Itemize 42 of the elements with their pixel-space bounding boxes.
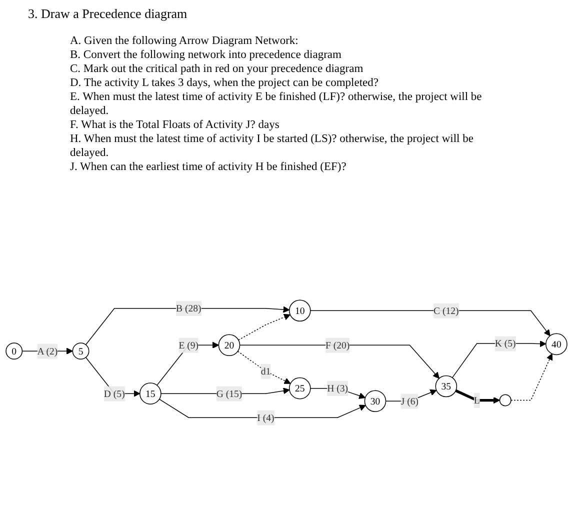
arrow [158, 398, 366, 418]
node-circle: 5 [72, 342, 90, 360]
question-text: D. The activity L takes 3 days, when the project can be completed? [70, 76, 380, 90]
edge-label: G (15) [216, 388, 242, 400]
node-circle: 20 [218, 334, 240, 356]
node-circle: 10 [288, 300, 311, 322]
edge-label: J (6) [400, 395, 418, 407]
edge-label: D (5) [104, 388, 125, 400]
question-text: E. When must the latest time of activity E be finished (LF)? otherwise, the project will be delayed. [70, 90, 483, 118]
edge-label: H (3) [327, 382, 348, 394]
edge-label: d1 [260, 365, 271, 377]
node-circle: 25 [288, 377, 311, 400]
arrow [455, 389, 500, 404]
node-circle: 0 [6, 342, 23, 360]
edge-label: A (2) [37, 345, 58, 357]
edge-label: E (9) [178, 339, 199, 351]
question-text: F. What is the Total Floats of Activity J? days [70, 118, 280, 132]
edge-label: B (28) [176, 302, 202, 314]
node-circle: 15 [140, 382, 162, 404]
edge-label: F (20) [325, 339, 350, 351]
arrow [85, 306, 290, 346]
arrow [452, 340, 546, 378]
node-circle: 35 [435, 375, 458, 398]
arrow [310, 310, 550, 336]
node-circle [499, 394, 512, 406]
title: 3. Draw a Precedence diagram [28, 6, 188, 22]
node-circle: 30 [364, 390, 386, 412]
edge-label: I (4) [257, 412, 274, 424]
edge-label: K (5) [494, 338, 516, 349]
question-text: H. When must the latest time of activity I be started (LS)? otherwise, the project will be delayed. [70, 132, 474, 160]
arrow [510, 354, 553, 401]
node-circle: 40 [546, 333, 568, 356]
arrow [239, 344, 440, 379]
arrow [156, 342, 219, 386]
question-text: A. Given the following Arrow Diagram Network: [70, 34, 300, 48]
edge-label: C (12) [434, 304, 459, 316]
question-text: C. Mark out the critical path in red on your precedence diagram [70, 62, 364, 76]
question-text: B. Convert the following network into precedence diagram [70, 48, 342, 62]
arrow [238, 314, 290, 340]
arrow [237, 350, 291, 384]
question-text: J. When can the earliest time of activity H be finished (EF)? [70, 160, 348, 174]
edge-label: L [474, 394, 480, 406]
